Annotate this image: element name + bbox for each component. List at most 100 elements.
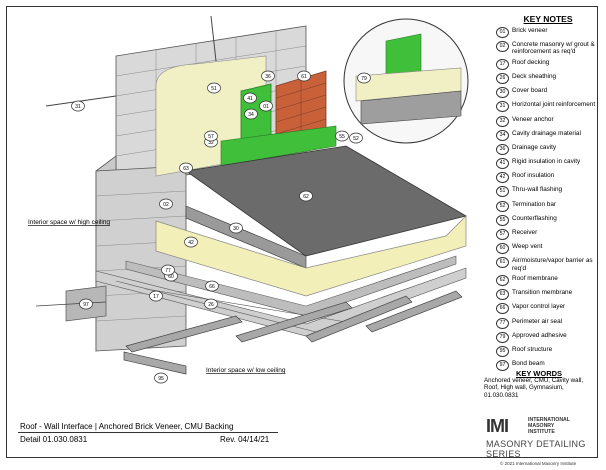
- key-note-text: Weep vent: [512, 243, 543, 251]
- key-note-number: 77: [496, 317, 509, 329]
- callout-label: 02: [163, 202, 169, 208]
- key-note-number: 97: [496, 360, 509, 372]
- logo-name-line3: INSTITUTE: [528, 429, 555, 435]
- title-rule: [18, 432, 278, 433]
- roof-wall-detail-drawing: 0102172630313234364142515255576061626366…: [28, 15, 469, 384]
- key-note-number: 32: [496, 115, 509, 127]
- callout-34: 34: [244, 108, 258, 120]
- key-note-text: Receiver: [512, 229, 538, 237]
- key-note-text: Cover board: [512, 87, 548, 95]
- key-note-number: 26: [496, 72, 509, 84]
- callout-97: 97: [79, 298, 93, 310]
- key-note-text: Termination bar: [512, 200, 557, 208]
- callout-77: 77: [161, 264, 175, 276]
- callout-63: 63: [179, 162, 193, 174]
- callout-label: 52: [353, 136, 359, 142]
- callout-label: 61: [301, 74, 307, 80]
- callout-label: 63: [183, 166, 189, 172]
- joint-reinforcement: [45, 95, 117, 107]
- key-note-text: Concrete masonry w/ grout & reinforcemen…: [512, 41, 595, 56]
- roof-structure-joists: [123, 290, 463, 375]
- key-note-text: Approved adhesive: [512, 331, 567, 339]
- key-note-text: Roof membrane: [512, 275, 558, 282]
- key-note-text: Cavity drainage material: [512, 129, 581, 137]
- vertical-rebar: [210, 15, 217, 62]
- logo-name-line2: MASONRY: [528, 423, 555, 429]
- key-words-text: Anchored veneer, CMU, Cavity wall, Roof,…: [484, 377, 584, 399]
- key-note-text: Veneer anchor: [512, 115, 554, 123]
- callout-label: 36: [265, 74, 271, 80]
- callout-17: 17: [149, 290, 163, 302]
- key-note-text: Roof insulation: [512, 172, 555, 180]
- copyright: © 2021 International Masonry Institute: [500, 461, 577, 466]
- callout-label: 60: [168, 274, 174, 280]
- legend-title: KEY NOTES: [523, 14, 573, 24]
- callout-label: 51: [211, 86, 217, 92]
- callout-label: 01: [263, 104, 269, 110]
- callout-label: 55: [339, 134, 345, 140]
- revision-date: Rev. 04/14/21: [220, 435, 270, 444]
- key-note-text: Deck sheathing: [512, 72, 557, 80]
- drawing-frame: [6, 6, 598, 458]
- key-note-text: Brick veneer: [512, 27, 548, 34]
- callout-label: 66: [209, 284, 215, 290]
- roof-insulation: [155, 215, 467, 297]
- callout-label: 30: [233, 226, 239, 232]
- rebar: [35, 301, 107, 307]
- key-note-number: 30: [496, 87, 509, 99]
- key-note-number: 17: [496, 58, 509, 70]
- imi-logo: IMI INTERNATIONAL MASONRY INSTITUTE MASO…: [482, 412, 596, 459]
- callout-61: 61: [297, 70, 311, 82]
- deck-sheathing: [125, 255, 457, 317]
- callout-label: 62: [303, 194, 309, 200]
- key-note-text: Roof structure: [512, 345, 553, 353]
- callout-01: 01: [259, 100, 273, 112]
- key-note-number: 52: [496, 200, 509, 212]
- key-note-number: 02: [496, 41, 509, 53]
- key-note-number: 51: [496, 186, 509, 198]
- callout-55: 55: [335, 130, 349, 142]
- callout-57: 57: [204, 130, 218, 142]
- key-note-number: 36: [496, 143, 509, 155]
- callout-42: 42: [184, 236, 198, 248]
- key-note-number: 57: [496, 229, 509, 241]
- callout-26: 26: [204, 298, 218, 310]
- detail-title: Roof - Wall Interface | Anchored Brick V…: [20, 422, 234, 431]
- callout-label: 26: [208, 302, 214, 308]
- key-note-text: Horizontal joint reinforcement: [512, 101, 596, 109]
- logo-name-line1: INTERNATIONAL: [528, 417, 570, 423]
- key-note-number: 01: [496, 27, 509, 38]
- key-note-text: Vapor control layer: [512, 303, 566, 311]
- callout-label: 57: [208, 134, 214, 140]
- key-words-title: KEY WORDS: [515, 369, 563, 378]
- detail-number: Detail 01.030.0831: [20, 435, 88, 444]
- callout-41: 41: [243, 92, 257, 104]
- key-note-number: 62: [496, 275, 509, 286]
- callout-79: 79: [357, 72, 371, 84]
- key-note-text: Rigid insulation in cavity: [512, 158, 581, 166]
- callout-label: 31: [75, 104, 81, 110]
- callout-label: 34: [248, 112, 254, 118]
- key-note-number: 66: [496, 303, 509, 315]
- detail-inset: [343, 18, 469, 144]
- key-note-number: 60: [496, 243, 509, 255]
- label-interior-low: Interior space w/ low ceiling: [206, 367, 286, 374]
